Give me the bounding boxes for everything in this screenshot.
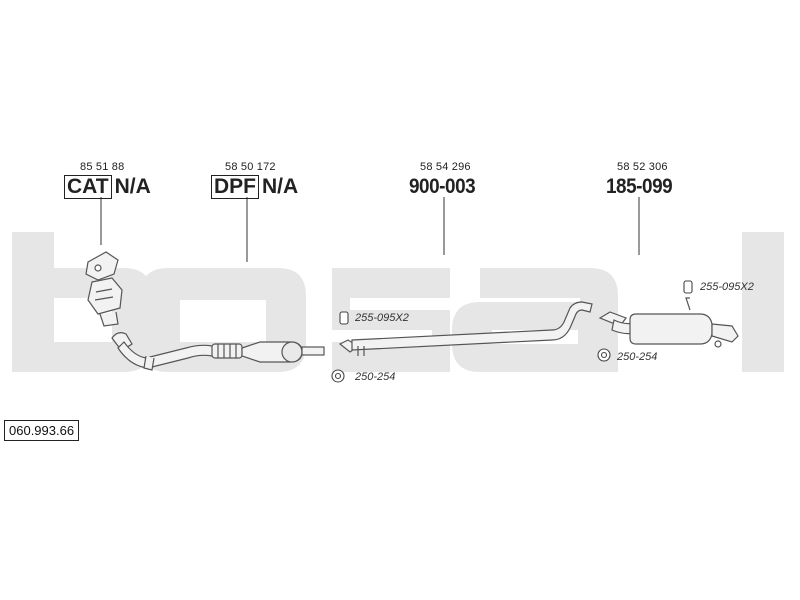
part-label-rear-silencer: 185-099 [606, 175, 673, 198]
clamp-icon [339, 280, 693, 325]
part-ref-center-pipe: 58 54 296 [420, 161, 471, 173]
dpf-unit [241, 341, 325, 363]
part-label-catalytic: CAT N/A [64, 175, 151, 199]
catalytic-converter [85, 251, 123, 327]
dpf-label: N/A [262, 175, 299, 198]
part-ref-catalytic: 85 51 88 [80, 161, 125, 173]
part-ref-dpf: 58 50 172 [225, 161, 276, 173]
diagram-code: 060.993.66 [4, 420, 80, 441]
leader-lines [100, 197, 640, 262]
part-label-center-pipe: 900-003 [409, 175, 476, 198]
hardware-label-hanger-front: 250-254 [355, 371, 396, 383]
hardware-label-hanger-rear: 250-254 [617, 351, 658, 363]
hanger-icon [331, 348, 611, 383]
cat-label: N/A [114, 175, 151, 198]
cat-prefix: CAT [64, 175, 112, 199]
front-pipe [111, 332, 243, 371]
rear-silencer [598, 297, 739, 348]
hardware-label-clamp-rear: 255-095X2 [700, 281, 754, 293]
center-pipe [338, 301, 593, 356]
part-ref-rear-silencer: 58 52 306 [617, 161, 668, 173]
hardware-label-clamp-front: 255-095X2 [355, 312, 409, 324]
dpf-prefix: DPF [211, 175, 259, 199]
part-label-dpf: DPF N/A [211, 175, 298, 199]
